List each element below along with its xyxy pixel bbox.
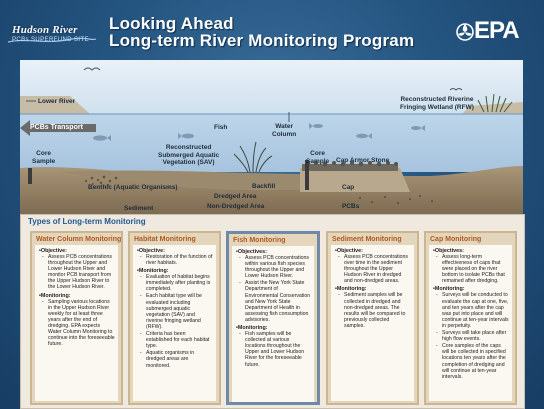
column-habitat: Habitat Monitoring Objective: Restoratio… bbox=[128, 231, 221, 405]
column-title: Cap Monitoring bbox=[426, 233, 515, 243]
pcbs-transport-label: PCBs Transport bbox=[30, 124, 83, 131]
list-item: Assess PCB concentrations over time in t… bbox=[344, 254, 411, 284]
sediment-label: Sediment bbox=[124, 205, 153, 213]
core-sample-right-label: CoreSample bbox=[306, 150, 329, 165]
list-item: Assess long-term effectiveness of caps t… bbox=[442, 254, 509, 284]
list-item: Assess PCB concentrations throughout the… bbox=[48, 254, 115, 291]
column-sediment: Sediment Monitoring Objective: Assess PC… bbox=[326, 231, 419, 405]
column-title: Fish Monitoring bbox=[229, 234, 317, 244]
list-item: Criteria has been established for each h… bbox=[146, 331, 213, 349]
list-item: Assess PCB concentrations within various… bbox=[245, 255, 311, 279]
backfill-label: Backfill bbox=[252, 183, 275, 191]
pcbs-label: PCBs bbox=[342, 203, 359, 211]
cap-label: Cap bbox=[342, 184, 354, 192]
column-body: Objectives: Assess long-term effectivene… bbox=[429, 245, 512, 401]
list-item: Sediment samples will be collected in dr… bbox=[344, 292, 411, 329]
column-body: Objective: Restoration of the function o… bbox=[133, 245, 216, 401]
cap-layer bbox=[300, 168, 410, 192]
list-item: Assist the New York State Department of … bbox=[245, 280, 311, 323]
list-item: Fish samples will be collected at variou… bbox=[245, 331, 311, 368]
list-item: Sampling various locations in the Upper … bbox=[48, 299, 115, 348]
column-title: Habitat Monitoring bbox=[130, 233, 219, 243]
lower-river-label: Lower River bbox=[38, 98, 75, 106]
dredged-area-label: Dredged Area bbox=[214, 193, 256, 201]
water-column-label: WaterColumn bbox=[272, 123, 296, 138]
list-item: Evaluation of habitat begins immediately… bbox=[146, 274, 213, 292]
cap-armor-stone-label: Cap Armor Stone bbox=[336, 157, 389, 165]
non-dredged-area-label: Non-Dredged Area bbox=[207, 203, 264, 211]
list-item: Aquatic organisms in dredged areas are m… bbox=[146, 350, 213, 368]
column-title: Water Column Monitoring bbox=[32, 233, 121, 243]
monitoring-types-heading: Types of Long-term Monitoring bbox=[28, 217, 146, 226]
list-item: Each habitat type will be evaluated incl… bbox=[146, 293, 213, 330]
reconstructed-sav-label: ReconstructedSubmerged AquaticVegetation… bbox=[158, 144, 219, 167]
logo-main-text: Hudson River bbox=[12, 24, 78, 36]
benthic-label: Benthic (Aquatic Organisms) bbox=[88, 184, 178, 192]
column-title: Sediment Monitoring bbox=[328, 233, 417, 243]
list-item: Surveys will be conducted to evaluate th… bbox=[442, 292, 509, 329]
list-item: Core samples of the caps will be collect… bbox=[442, 343, 509, 380]
logo-sub-text: PCBs SUPERFUND SITE bbox=[12, 37, 89, 43]
fish-label: Fish bbox=[214, 124, 227, 132]
column-cap: Cap Monitoring Objectives: Assess long-t… bbox=[424, 231, 517, 405]
list-item: Surveys will take place after high flow … bbox=[442, 330, 509, 342]
epa-logo-text: EPA bbox=[474, 17, 519, 45]
column-body: Objectives: Assess PCB concentrations wi… bbox=[232, 246, 314, 402]
list-item: Restoration of the function of river hab… bbox=[146, 254, 213, 266]
core-sample-left-icon bbox=[28, 168, 32, 184]
column-fish: Fish Monitoring Objectives: Assess PCB c… bbox=[226, 231, 320, 405]
reconstructed-wetland-label: Reconstructed RiverineFringing Wetland (… bbox=[400, 96, 474, 111]
core-sample-left-label: CoreSample bbox=[32, 150, 55, 165]
page-title-line2: Long-term River Monitoring Program bbox=[109, 31, 414, 51]
column-body: Objective: Assess PCB concentrations thr… bbox=[35, 245, 118, 401]
column-water-column: Water Column Monitoring Objective: Asses… bbox=[30, 231, 123, 405]
column-body: Objective: Assess PCB concentrations ove… bbox=[331, 245, 414, 401]
